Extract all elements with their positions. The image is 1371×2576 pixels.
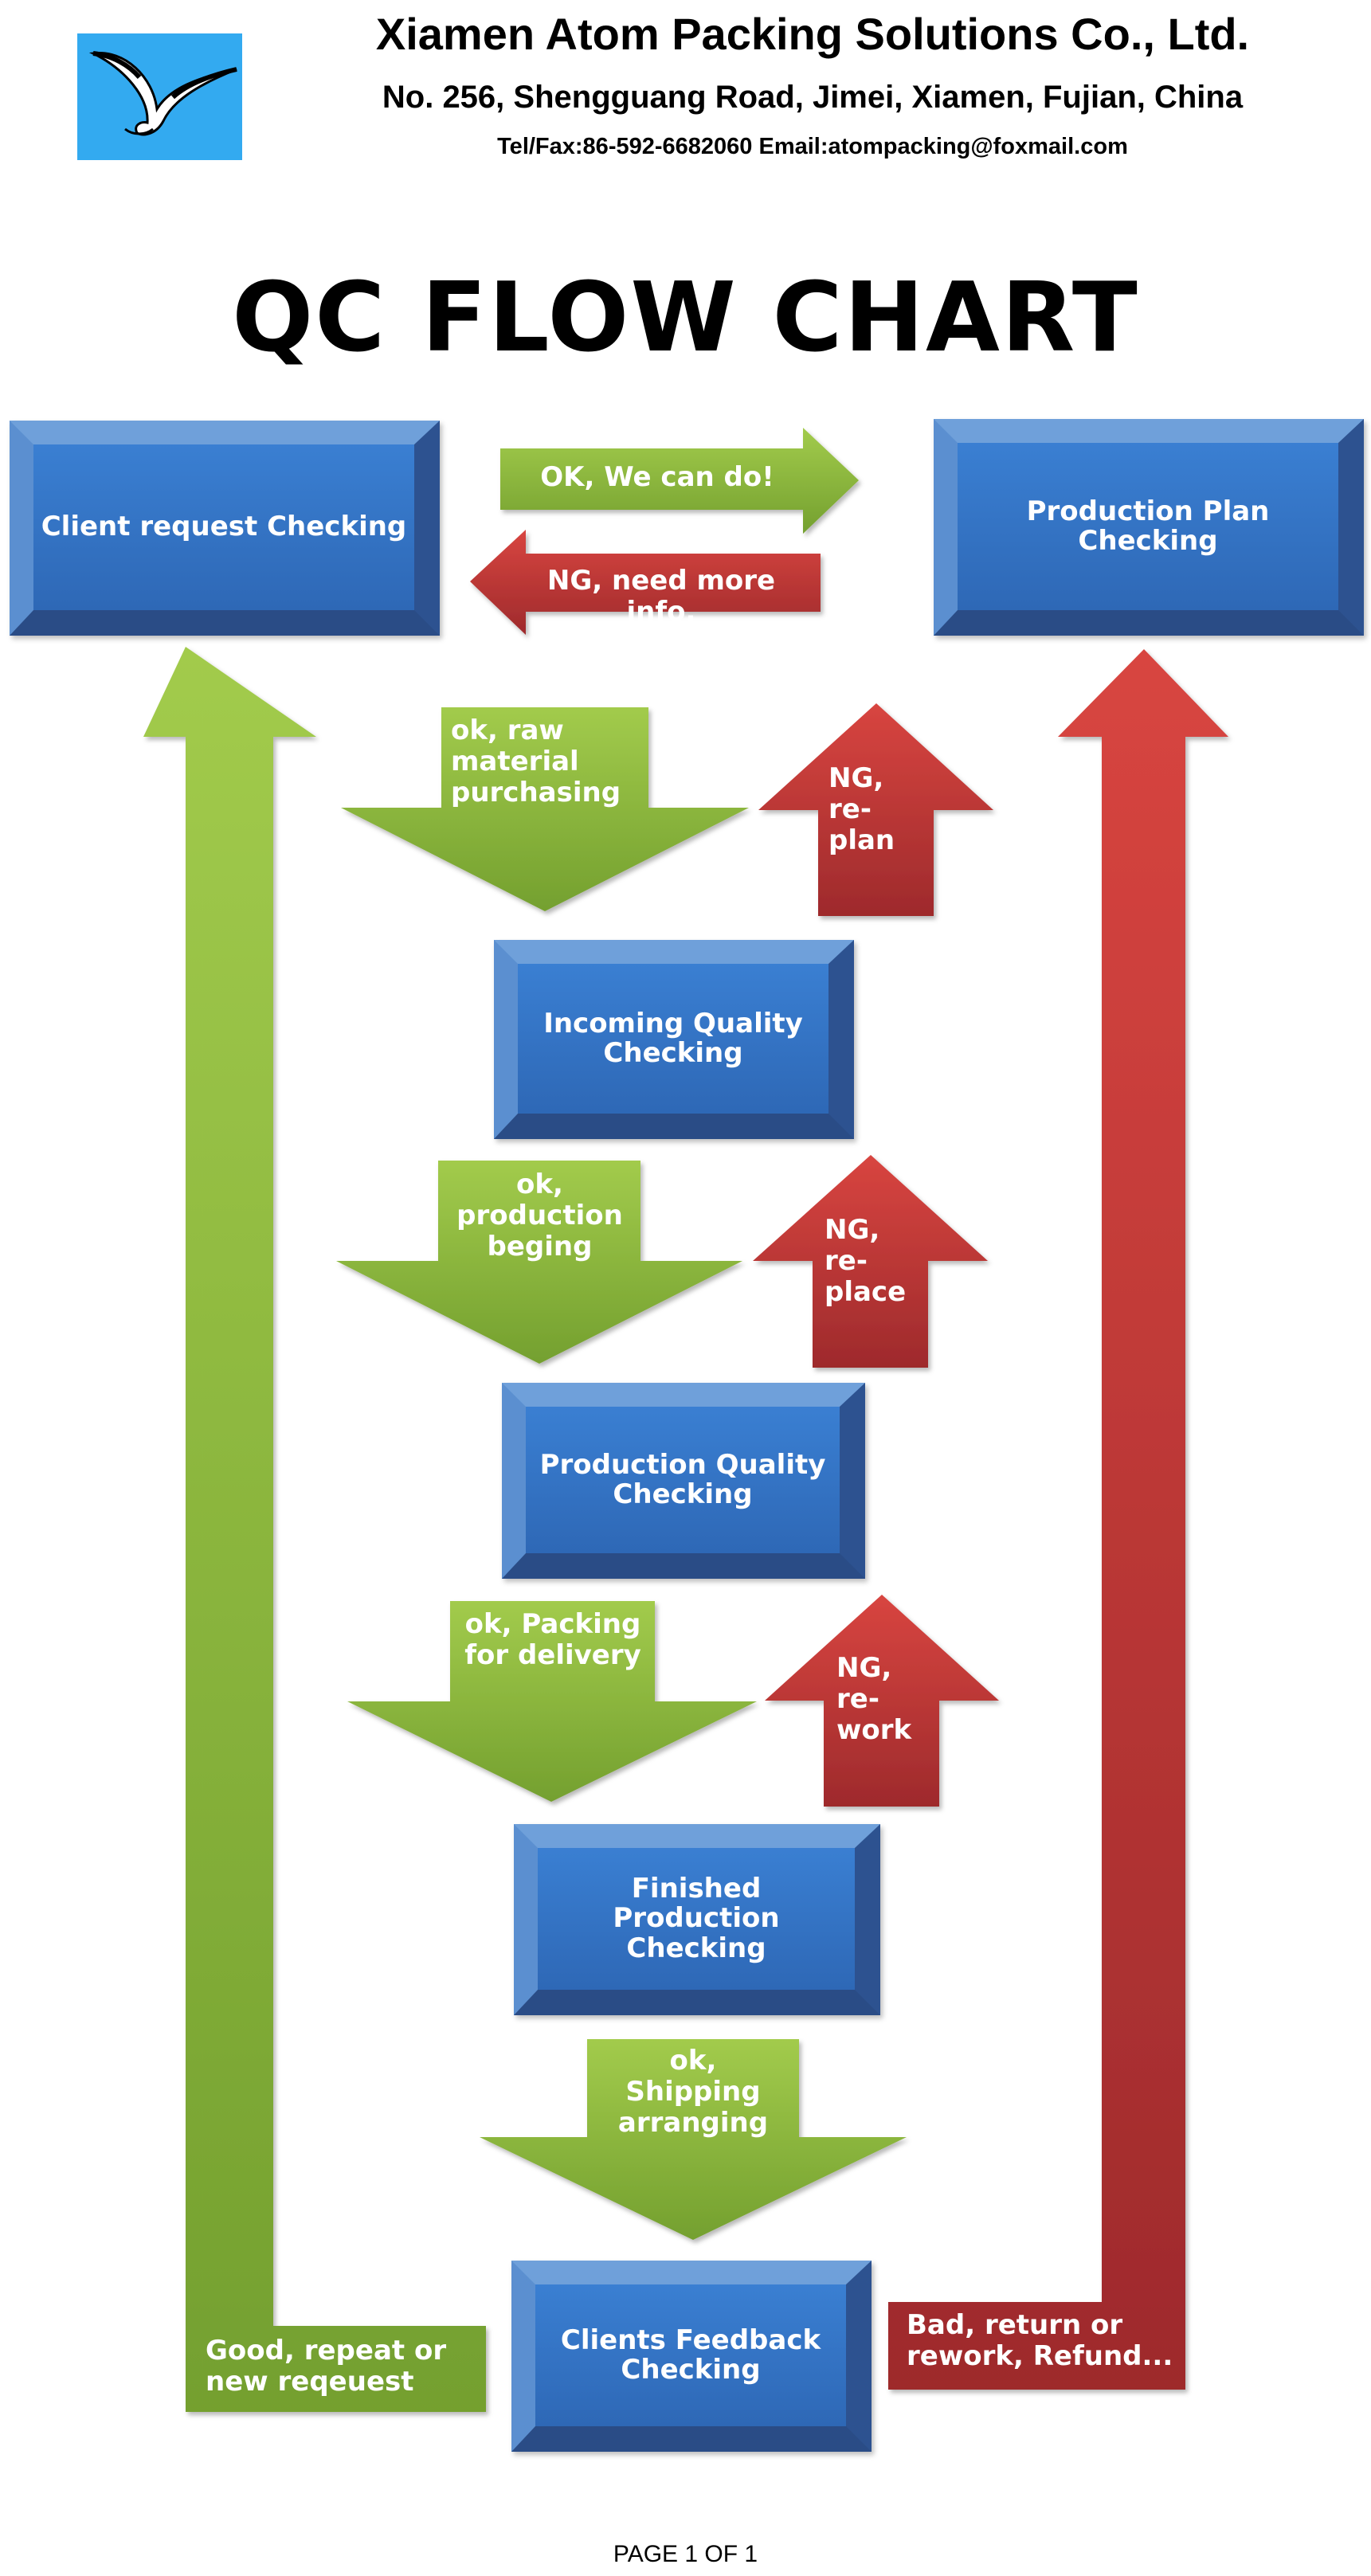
ng-more-info-label: NG, need more info. <box>546 565 776 628</box>
incoming-quality-box: Incoming Quality Checking <box>494 940 854 1139</box>
ok-can-do-arrow <box>500 428 859 534</box>
ng-replan-label: NG, re-plan <box>828 762 895 857</box>
ng-rework-arrow <box>765 1595 999 1807</box>
page-number: PAGE 1 OF 1 <box>613 2541 758 2567</box>
company-name: Xiamen Atom Packing Solutions Co., Ltd. <box>375 9 1250 59</box>
company-address: No. 256, Shengguang Road, Jimei, Xiamen,… <box>382 80 1244 115</box>
clients-feedback-box: Clients Feedback Checking <box>511 2261 872 2452</box>
company-logo <box>77 33 242 160</box>
finished-production-box: Finished Production Checking <box>514 1824 880 2015</box>
page-title: QC FLOW CHART <box>232 263 1139 374</box>
ng-rework-label: NG, re-work <box>836 1652 912 1747</box>
ok-production-label: ok, production beging <box>456 1169 623 1263</box>
company-contact: Tel/Fax:86-592-6682060 Email:atompacking… <box>497 134 1128 159</box>
production-quality-box: Production Quality Checking <box>502 1383 865 1579</box>
seagull-icon <box>88 51 237 136</box>
ng-replace-arrow <box>753 1155 988 1368</box>
ok-shipping-label: ok, Shipping arranging <box>617 2045 769 2139</box>
ok-packing-arrow <box>347 1601 757 1802</box>
production-plan-box: Production Plan Checking <box>934 419 1364 636</box>
ng-replan-arrow <box>758 703 993 916</box>
good-repeat-label: Good, repeat or new reqeuest <box>206 2335 447 2398</box>
ok-production-arrow <box>336 1161 742 1364</box>
bad-return-label: Bad, return or rework, Refund... <box>907 2309 1173 2373</box>
good-feedback-arrow <box>143 647 486 2412</box>
ng-replace-label: NG, re-place <box>825 1214 907 1309</box>
bad-feedback-arrow <box>888 649 1228 2390</box>
ok-can-do-label: OK, We can do! <box>540 461 774 493</box>
client-request-box: Client request Checking <box>10 421 440 636</box>
ok-packing-label: ok, Packing for delivery <box>464 1608 641 1672</box>
ng-more-info-arrow <box>470 530 821 635</box>
ok-raw-material-arrow <box>341 707 749 911</box>
ok-raw-material-label: ok, raw material purchasing <box>451 714 621 809</box>
ok-shipping-arrow <box>480 2039 907 2240</box>
